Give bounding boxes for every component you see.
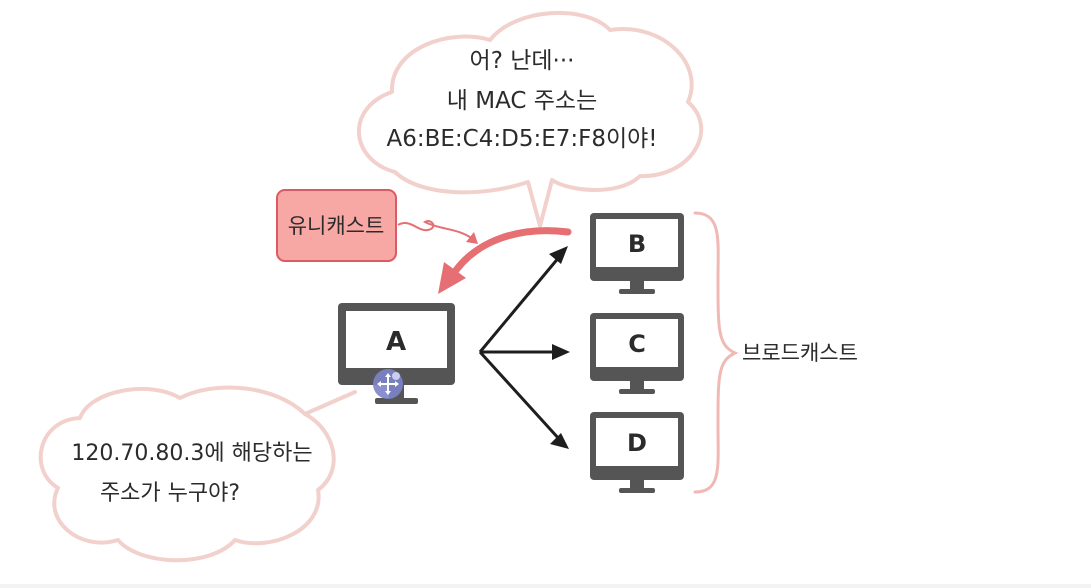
question-cloud-shape [38,385,357,563]
unicast-label: 유니캐스트 [276,189,397,262]
arrow-to-d-head [550,433,569,449]
unicast-connector-head [466,232,478,244]
arrow-to-b [478,255,562,353]
question-line-2: 주소가 누구야? [100,481,240,506]
reply-cloud-shape [356,10,704,228]
unicast-arrow [448,227,572,280]
computer-b: B [590,213,684,294]
computer-c-screen [596,319,678,367]
broadcast-arrows [478,255,562,442]
question-cloud: 120.70.80.3에 해당하는 주소가 누구야? [38,385,357,563]
reply-cloud: 어? 난데··· 내 MAC 주소는 A6:BE:C4:D5:E7:F8이야! [356,10,704,228]
unicast-connector [397,220,475,241]
arrow-to-d [478,350,562,442]
computer-a-screen [346,311,447,368]
computer-d-base [619,488,655,493]
move-cursor-icon [373,369,403,399]
computer-b-label: B [628,230,646,258]
broadcast-brace [693,211,739,494]
computer-b-base [619,289,655,294]
computer-a-label: A [386,327,406,357]
arrow-to-c-head [552,344,570,360]
reply-line-3: A6:BE:C4:D5:E7:F8이야! [386,126,657,152]
computer-d-neck [630,480,644,488]
computer-c-label: C [628,330,646,358]
arrow-to-b-head [549,246,568,264]
computer-c-base [619,389,655,394]
bottom-edge [0,584,1091,588]
computer-c-neck [630,381,644,389]
unicast-label-text: 유니캐스트 [288,214,385,238]
computer-a-base [375,398,418,404]
computer-d-label: D [627,429,647,457]
computer-d: D [590,412,684,493]
unicast-arrow-head [438,262,466,294]
broadcast-label: 브로드캐스트 [742,341,858,365]
computer-b-screen [596,219,678,267]
computer-c: C [590,313,684,394]
reply-line-1: 어? 난데··· [470,48,575,74]
unicast-label-box [276,189,397,262]
computer-b-neck [630,281,644,289]
computer-d-screen [596,418,678,466]
reply-line-2: 내 MAC 주소는 [447,88,598,114]
question-line-1: 120.70.80.3에 해당하는 [71,441,312,466]
